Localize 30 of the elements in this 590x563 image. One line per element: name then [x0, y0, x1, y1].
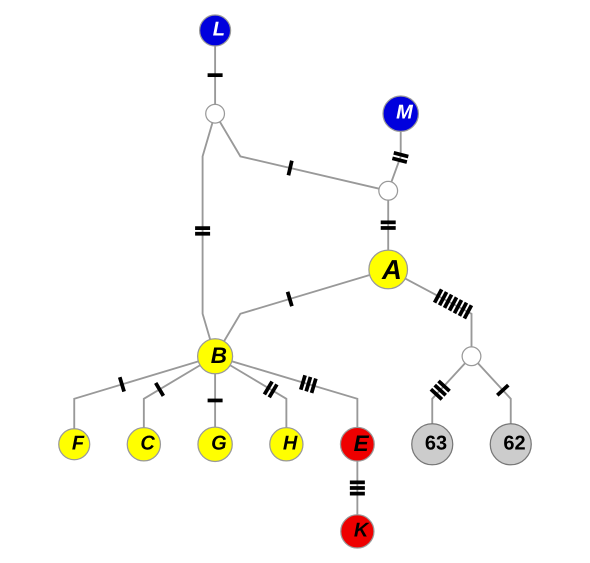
node-circle: 63	[411, 423, 454, 466]
connector	[142, 364, 201, 428]
node-circle: L	[198, 14, 232, 47]
node-circle: K	[340, 514, 375, 549]
node-circle	[462, 346, 482, 366]
connector	[477, 362, 512, 424]
connector	[219, 121, 380, 190]
node-circle: E	[340, 426, 375, 462]
connector	[73, 360, 199, 429]
connector	[387, 200, 390, 250]
connector	[356, 461, 358, 515]
connector	[223, 274, 370, 342]
connector	[232, 360, 358, 428]
connector	[431, 362, 466, 424]
connector	[214, 374, 216, 428]
node-circle: B	[196, 338, 234, 374]
node-circle: F	[58, 428, 90, 460]
node-circle: H	[269, 427, 304, 462]
connector	[230, 364, 288, 428]
node-circle: M	[382, 95, 420, 132]
node-circle: C	[126, 427, 162, 462]
node-circle	[378, 180, 398, 201]
node-circle: G	[197, 426, 233, 462]
connector	[390, 131, 402, 182]
connector	[214, 46, 216, 104]
node-circle	[205, 104, 226, 124]
node-circle: 62	[490, 423, 532, 466]
node-circle: A	[368, 250, 408, 290]
connector	[404, 278, 472, 347]
connector	[202, 122, 214, 340]
